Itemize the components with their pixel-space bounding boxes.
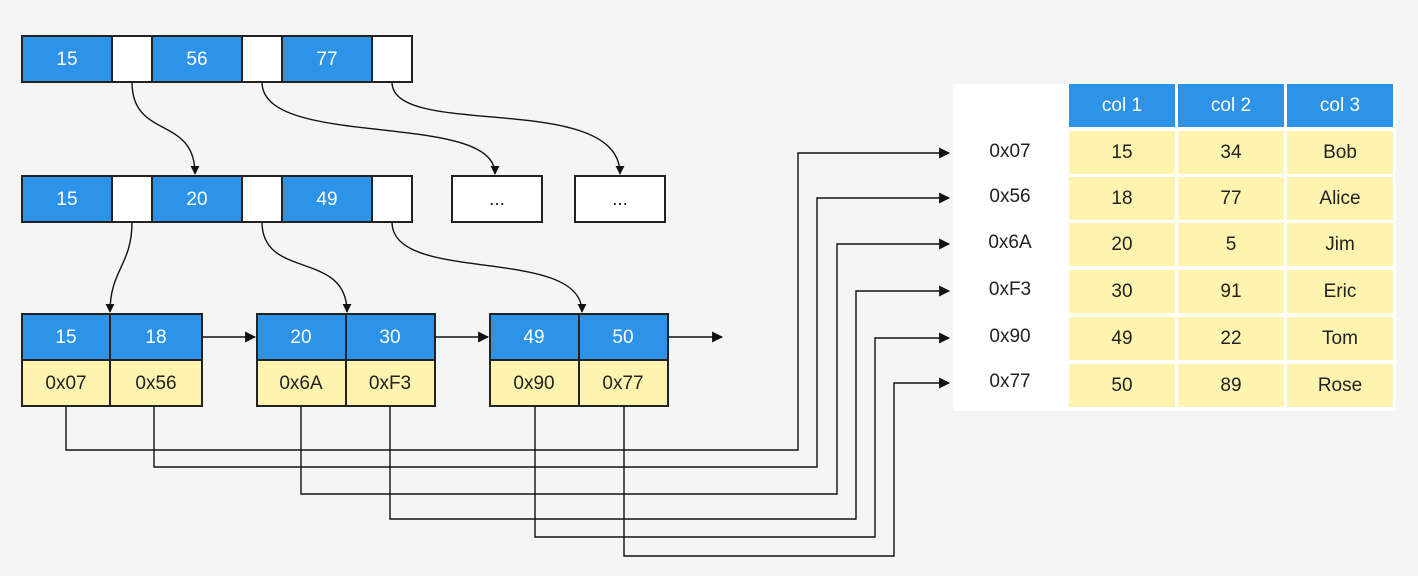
internal-pointer-cell xyxy=(241,175,283,223)
table-cell: 89 xyxy=(1178,364,1284,407)
row-pointer-connector xyxy=(65,147,951,451)
table-cell: 30 xyxy=(1069,270,1175,313)
table-cell: Jim xyxy=(1287,223,1393,266)
placeholder-node: ... xyxy=(451,175,543,223)
root-key-cell xyxy=(21,35,113,83)
leaf-key: 15 xyxy=(55,327,76,348)
leaf-key: 49 xyxy=(523,327,544,348)
table-cell: 22 xyxy=(1178,317,1284,360)
table-cell: 20 xyxy=(1069,223,1175,266)
table-cell: 34 xyxy=(1178,131,1284,174)
leaf-key-cell xyxy=(489,313,580,361)
table-cell: 15 xyxy=(1069,131,1175,174)
row-pointer-connector xyxy=(153,192,951,468)
placeholder-box xyxy=(574,175,666,223)
leaf-key: 18 xyxy=(145,327,166,348)
table-header-cell: col 2 xyxy=(1178,84,1284,127)
child-pointer-arrow xyxy=(261,221,352,313)
internal-pointer-cell xyxy=(371,175,413,223)
leaf-address-cell xyxy=(578,359,669,407)
table-cell: Alice xyxy=(1287,177,1393,220)
internal-key: 15 xyxy=(56,189,77,210)
table-header-cell: col 3 xyxy=(1287,84,1393,127)
leaf-node: 20 30 0x6A 0xF3 xyxy=(256,313,436,407)
table-cell: Rose xyxy=(1287,364,1393,407)
leaf-address: 0x56 xyxy=(135,373,176,394)
table-cell: 5 xyxy=(1178,223,1284,266)
root-key-cell xyxy=(281,35,373,83)
table-header-cell: col 1 xyxy=(1069,84,1175,127)
table-cell: 91 xyxy=(1178,270,1284,313)
internal-key-cell xyxy=(21,175,113,223)
row-id-label: 0x6A xyxy=(988,232,1032,253)
leaf-address: 0x6A xyxy=(279,373,323,394)
leaf-address: 0x07 xyxy=(45,373,86,394)
leaf-node: 15 18 0x07 0x56 xyxy=(21,313,203,407)
leaf-address-cell xyxy=(345,359,436,407)
leaf-address-cell xyxy=(109,359,203,407)
row-pointer-connector xyxy=(389,285,951,520)
row-id-label: 0x56 xyxy=(989,186,1031,207)
child-pointer-arrow xyxy=(391,221,587,313)
table-cell: 77 xyxy=(1178,177,1284,220)
leaf-key-cell xyxy=(21,313,111,361)
leaf-address: 0x90 xyxy=(513,373,554,394)
leaf-key: 50 xyxy=(612,327,633,348)
table-cell: Eric xyxy=(1287,270,1393,313)
internal-pointer-cell xyxy=(111,175,153,223)
row-pointer-connector xyxy=(534,332,951,538)
child-pointer-arrow xyxy=(105,221,133,313)
placeholder-node: ... xyxy=(574,175,666,223)
internal-key: 49 xyxy=(316,189,337,210)
row-id-label: 0xF3 xyxy=(988,279,1032,300)
table-cell: Bob xyxy=(1287,131,1393,174)
placeholder-label: ... xyxy=(612,189,628,210)
child-pointer-arrow xyxy=(261,81,500,175)
leaf-node: 49 50 0x90 0x77 xyxy=(489,313,669,407)
leaf-address: 0xF3 xyxy=(369,373,411,394)
leaf-key: 30 xyxy=(379,327,400,348)
row-id-label: 0x90 xyxy=(989,326,1031,347)
root-pointer-cell xyxy=(241,35,283,83)
root-pointer-cell xyxy=(371,35,413,83)
row-id-label: 0x07 xyxy=(989,141,1031,162)
row-id-label: 0x77 xyxy=(989,371,1031,392)
root-pointer-cell xyxy=(111,35,153,83)
table-cell: 18 xyxy=(1069,177,1175,220)
root-node: 15 56 77 xyxy=(21,35,413,83)
child-pointer-arrow xyxy=(131,81,200,175)
internal-node: 15 20 49 xyxy=(21,175,413,223)
leaf-address: 0x77 xyxy=(602,373,643,394)
table-cell: 50 xyxy=(1069,364,1175,407)
root-key: 56 xyxy=(186,49,207,70)
table-cell: 49 xyxy=(1069,317,1175,360)
root-key: 77 xyxy=(316,49,337,70)
table-cell: Tom xyxy=(1287,317,1393,360)
row-pointer-connector xyxy=(623,377,951,557)
child-pointer-arrow xyxy=(391,81,625,175)
placeholder-label: ... xyxy=(489,189,505,210)
leaf-address-cell xyxy=(21,359,111,407)
root-key: 15 xyxy=(56,49,77,70)
row-pointer-connector xyxy=(300,238,951,495)
internal-key: 20 xyxy=(186,189,207,210)
placeholder-box xyxy=(451,175,543,223)
leaf-key: 20 xyxy=(290,327,311,348)
internal-key-cell xyxy=(281,175,373,223)
